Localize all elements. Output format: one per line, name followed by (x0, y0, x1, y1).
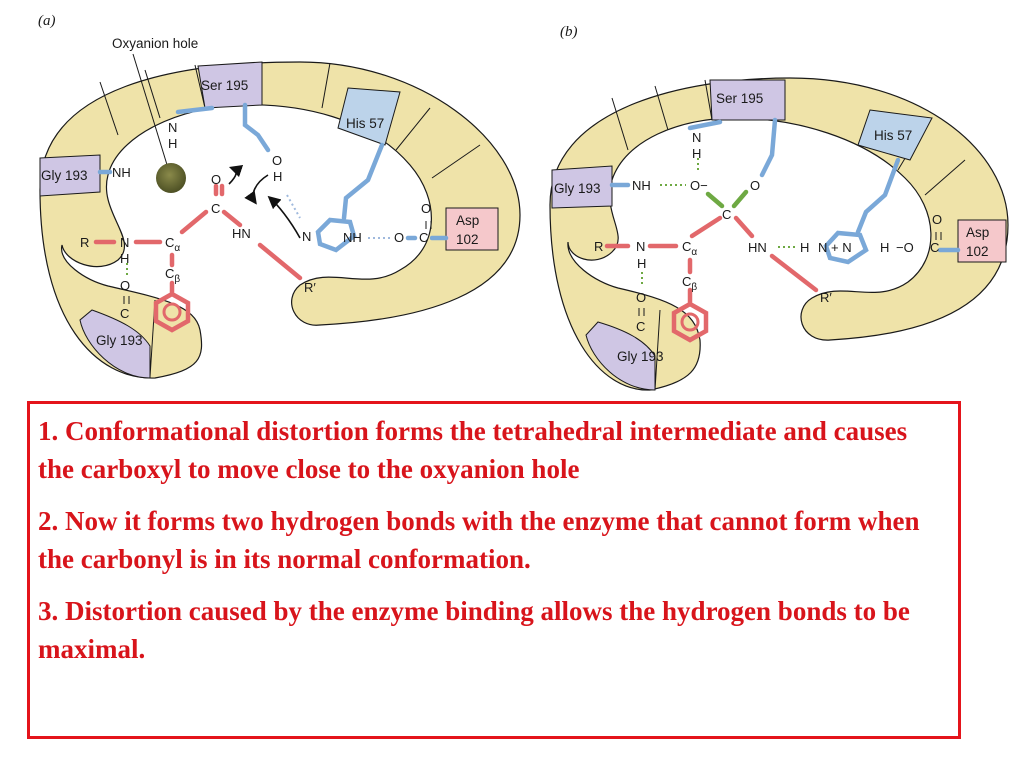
panel-b-phenyl-ring (671, 301, 709, 343)
panel-a-atom: C (211, 201, 220, 216)
panel-b-asp-label: Asp (966, 225, 989, 240)
panel-b-atom: R (594, 239, 603, 254)
notes-box: 1. Conformational distortion forms the t… (27, 401, 961, 739)
panel-a-ser195-segment (197, 61, 263, 109)
panel-b-atom: R′ (820, 290, 832, 305)
panel-b-102-label: 102 (966, 244, 989, 259)
panel-b-his-chain (855, 157, 901, 235)
panel-b-ser195-segment (709, 79, 786, 121)
panel-a-atom: Cβ (165, 266, 180, 285)
panel-a-arrow-2 (244, 174, 269, 205)
panel-b-atom: −O (896, 240, 914, 255)
panel-b-atom: O (636, 290, 646, 305)
panel-a-gly193-top-segment (39, 154, 101, 197)
panel-a-ser195-label: Ser 195 (201, 78, 248, 93)
panel-b-atom: HN (748, 240, 767, 255)
panel-a-ser-backbone (242, 102, 271, 153)
panel-a-atom: NH (343, 230, 362, 245)
panel-a-atom: O (211, 172, 221, 187)
panel-b-atom: O (750, 178, 760, 193)
note-3: 3. Distortion caused by the enzyme bindi… (38, 596, 910, 664)
panel-a-atom: O (120, 278, 130, 293)
panel-b-gly193-bottom-label: Gly 193 (617, 349, 664, 364)
active-site-diagram: (a) Ser 195 His 57 Gly 193 Gly 193 Asp 1… (38, 13, 1009, 391)
panel-b-his57-segment (857, 109, 933, 161)
panel-b-atom: N + N (818, 240, 852, 255)
panel-a-102-label: 102 (456, 232, 479, 247)
panel-b-gly193-top-segment (551, 165, 613, 209)
panel-a: (a) Ser 195 His 57 Gly 193 Gly 193 Asp 1… (38, 13, 521, 379)
panel-a-callout-pointer (132, 53, 169, 169)
panel-a-atom: R′ (304, 280, 316, 295)
panel-a-atom: N (168, 120, 177, 135)
panel-b-ser195-label: Ser 195 (716, 91, 763, 106)
panel-b-protein-body (549, 77, 1009, 391)
panel-a-arrow-3 (267, 195, 301, 239)
panel-b-atom: H (880, 240, 889, 255)
panel-a-ser-n (175, 105, 215, 115)
panel-a-arrow-1 (228, 164, 244, 185)
panel-a-atom: Cα (165, 235, 180, 254)
panel-b-atom: H (800, 240, 809, 255)
panel-b-gly193-bottom-segment (585, 321, 656, 391)
panel-a-atom: H (120, 251, 129, 266)
panel-b-atom: Cβ (682, 274, 697, 293)
panel-a-hbond-ser-his (286, 194, 301, 219)
panel-b-gly193-top-label: Gly 193 (554, 181, 601, 196)
panel-a-his57-label: His 57 (346, 116, 384, 131)
panel-a-atom: N (120, 235, 129, 250)
panel-a-his57-segment (337, 87, 401, 146)
panel-b-atom: O (932, 212, 942, 227)
panel-a-atom: N (302, 229, 311, 244)
panel-a-atom: HN (232, 226, 251, 241)
panel-b-atom: N (636, 239, 645, 254)
panel-a-atom: C (419, 230, 428, 245)
panel-b: (b) Ser 195 His 57 Gly 193 Gly 193 Asp 1… (549, 24, 1009, 391)
panel-a-his-chain (341, 142, 385, 221)
panel-b-atom: C (930, 240, 939, 255)
panel-a-asp-label: Asp (456, 213, 479, 228)
panel-a-gly193-bottom-segment (79, 309, 151, 379)
panel-a-atom: H (168, 136, 177, 151)
panel-b-his57-label: His 57 (874, 128, 912, 143)
panel-a-atom: O (272, 153, 282, 168)
note-2: 2. Now it forms two hydrogen bonds with … (38, 506, 920, 574)
panel-a-oxyanion-hole (156, 163, 186, 193)
panel-b-his-ring (823, 230, 869, 265)
panel-b-c-ominus-bond (705, 191, 725, 209)
panel-b-atom: NH (632, 178, 651, 193)
panel-a-gly193-top-label: Gly 193 (41, 168, 88, 183)
panel-b-atom: C (636, 319, 645, 334)
panel-a-his-ring (315, 217, 357, 253)
panel-b-label: (b) (560, 24, 578, 40)
panel-a-oxyanion-callout: Oxyanion hole (112, 36, 198, 51)
panel-b-atom: Cα (682, 239, 697, 258)
panel-b-ser-backbone (759, 117, 778, 178)
note-1: 1. Conformational distortion forms the t… (38, 416, 908, 484)
panel-b-atom: C (722, 207, 731, 222)
panel-a-phenyl-ring (153, 291, 191, 333)
panel-a-atom: H (273, 169, 282, 184)
panel-a-label: (a) (38, 13, 56, 29)
panel-b-atom: O− (690, 178, 708, 193)
panel-a-c-hn-bond (221, 209, 243, 228)
panel-a-atom: C (120, 306, 129, 321)
panel-b-atom: H (692, 146, 701, 161)
panel-b-atom: N (692, 130, 701, 145)
panel-b-ser-n (687, 119, 723, 131)
panel-a-atom: O (421, 201, 431, 216)
panel-a-ca-c-bond (179, 209, 209, 235)
panel-b-c-o-bond (731, 189, 749, 209)
panel-a-gly193-bottom-label: Gly 193 (96, 333, 143, 348)
panel-b-atom: H (637, 256, 646, 271)
panel-a-atom: NH (112, 165, 131, 180)
panel-a-atom: R (80, 235, 89, 250)
panel-a-atom: O (394, 230, 404, 245)
panel-a-hn-rprime-bond (257, 242, 303, 281)
